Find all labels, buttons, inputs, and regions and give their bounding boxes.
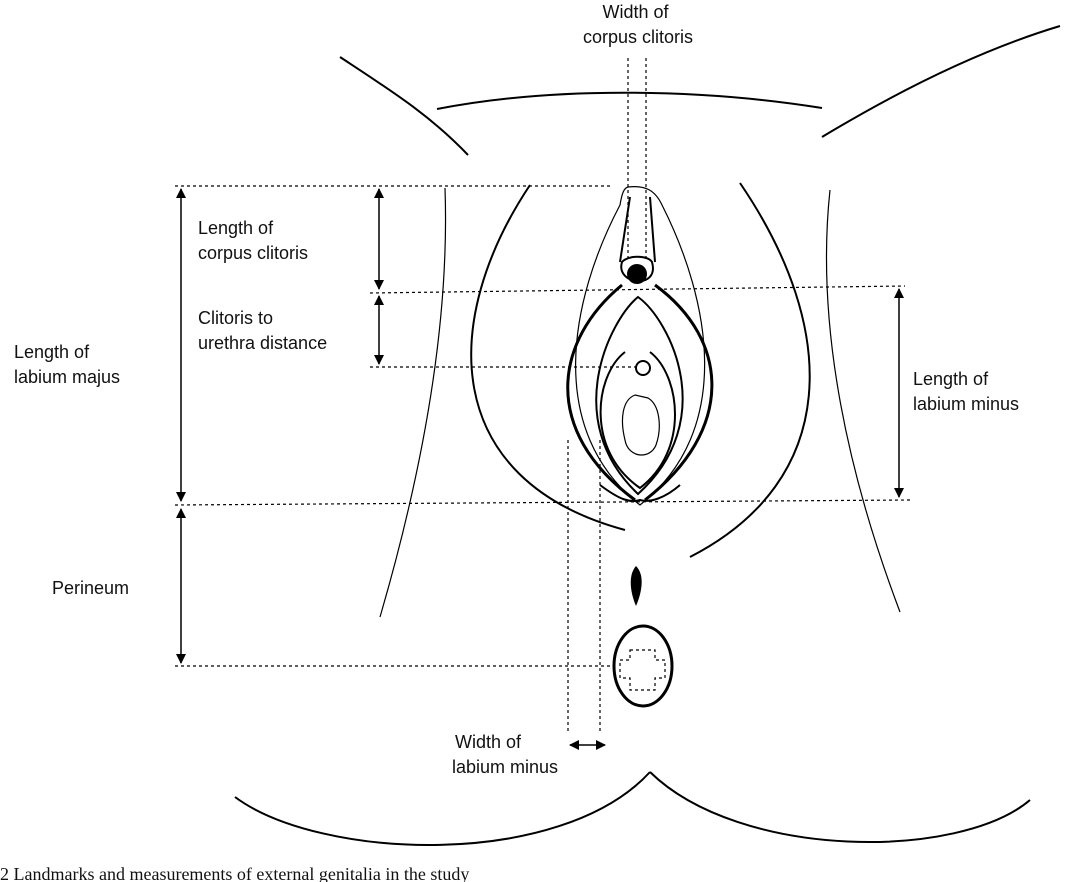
left-thigh-upper-curve [339, 56, 469, 156]
label-perineum: Perineum [52, 578, 129, 598]
label-width-corpus-clitoris: Width of corpus clitoris [583, 2, 693, 47]
right-labium-majus [689, 182, 811, 558]
right-thigh-upper-curve [821, 25, 1061, 138]
clitoris-shaft-left [619, 196, 631, 263]
vulva [566, 185, 714, 506]
measurement-guides [174, 58, 911, 732]
fourchette-reference-line [174, 499, 911, 506]
vestibule-outline [599, 351, 676, 490]
hood-outline [575, 185, 706, 506]
right-buttock-curve [649, 771, 1031, 843]
left-outer-fold [379, 187, 447, 618]
perineal-body-mark [630, 566, 642, 606]
clitoris-reference-line [369, 285, 906, 294]
anus-inner [619, 649, 666, 691]
label-length-labium-majus: Length of labium majus [14, 342, 120, 387]
measurement-arrows [176, 188, 904, 750]
label-length-corpus-clitoris: Length of corpus clitoris [198, 218, 308, 263]
left-buttock-curve [234, 771, 651, 846]
abdomen-curve [436, 91, 823, 110]
fourchette [599, 484, 681, 503]
body-outline [234, 25, 1061, 846]
glans-clitoris [627, 264, 647, 284]
labium-minus-left-outer [566, 283, 636, 502]
labium-minus-right-outer [644, 283, 714, 502]
clitoris-shaft-right [649, 196, 656, 263]
labels: Width of corpus clitoris Length of corpu… [0, 2, 1019, 882]
label-clitoris-urethra: Clitoris to urethra distance [198, 308, 327, 353]
urethral-meatus [635, 360, 651, 376]
figure-caption: 2 Landmarks and measurements of external… [0, 864, 469, 882]
left-labium-majus [470, 184, 626, 531]
right-outer-fold [825, 189, 901, 613]
anal-region [612, 566, 674, 708]
labium-majus-folds [379, 182, 901, 618]
introitus-outline [621, 394, 660, 456]
anus-outer [612, 624, 674, 708]
label-length-labium-minus: Length of labium minus [913, 369, 1019, 414]
prepuce-ring [620, 255, 654, 283]
labium-minus-inner [595, 295, 684, 496]
label-width-labium-minus: Width of labium minus [452, 732, 558, 777]
